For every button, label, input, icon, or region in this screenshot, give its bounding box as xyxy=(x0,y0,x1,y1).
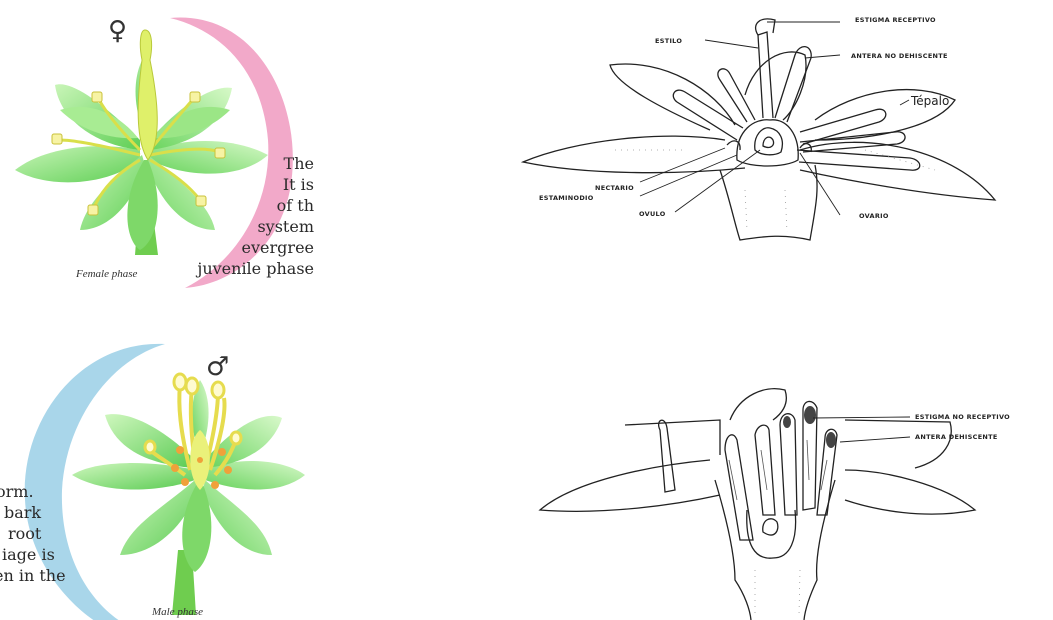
body-text-line: of th xyxy=(277,196,314,216)
label-antera-no-dehiscente: ANTERA NO DEHISCENTE xyxy=(851,52,948,60)
body-text-line: The xyxy=(284,154,314,174)
male-caption: Male phase xyxy=(152,606,203,618)
body-text-line: juvenile phase xyxy=(197,259,314,279)
female-phase-panel: ♀ The It is of th system evergree juveni… xyxy=(0,0,320,310)
body-text-line: evergree xyxy=(242,238,314,258)
female-symbol-icon: ♀ xyxy=(108,18,127,44)
label-estilo: ESTILO xyxy=(655,37,682,45)
label-tepalo: Tépalo xyxy=(911,94,949,108)
label-estaminodio: ESTAMINODIO xyxy=(539,194,594,202)
female-pistil xyxy=(138,30,157,160)
female-caption: Female phase xyxy=(76,268,137,280)
body-text-line: bark xyxy=(4,503,41,523)
label-ovario: OVARIO xyxy=(859,212,889,220)
flower-section-diagram-female: ESTIGMA RECEPTIVO ESTILO ANTERA NO DEHIS… xyxy=(515,0,1053,310)
body-text-line: en in the xyxy=(0,566,66,586)
body-text-line: system xyxy=(257,217,314,237)
body-text-line: It is xyxy=(283,175,314,195)
label-antera-dehiscente: ANTERA DEHISCENTE xyxy=(915,433,998,441)
flower-section-diagram-male: ESTIGMA NO RECEPTIVO ANTERA DEHISCENTE xyxy=(515,380,1053,620)
label-estigma-no-receptivo: ESTIGMA NO RECEPTIVO xyxy=(915,413,1010,421)
body-text-line: root xyxy=(8,524,41,544)
body-text-line: orm. xyxy=(0,482,34,502)
flower-section-drawing-top xyxy=(515,0,1053,310)
male-petals xyxy=(72,380,305,572)
body-text-line: iage is xyxy=(2,545,55,565)
label-nectario: NECTARIO xyxy=(595,184,634,192)
male-phase-panel: ♂ orm. bark root iage is en in the Male … xyxy=(0,310,320,620)
label-ovulo: OVULO xyxy=(639,210,666,218)
male-symbol-icon: ♂ xyxy=(206,354,229,380)
label-estigma-receptivo: ESTIGMA RECEPTIVO xyxy=(855,16,936,24)
